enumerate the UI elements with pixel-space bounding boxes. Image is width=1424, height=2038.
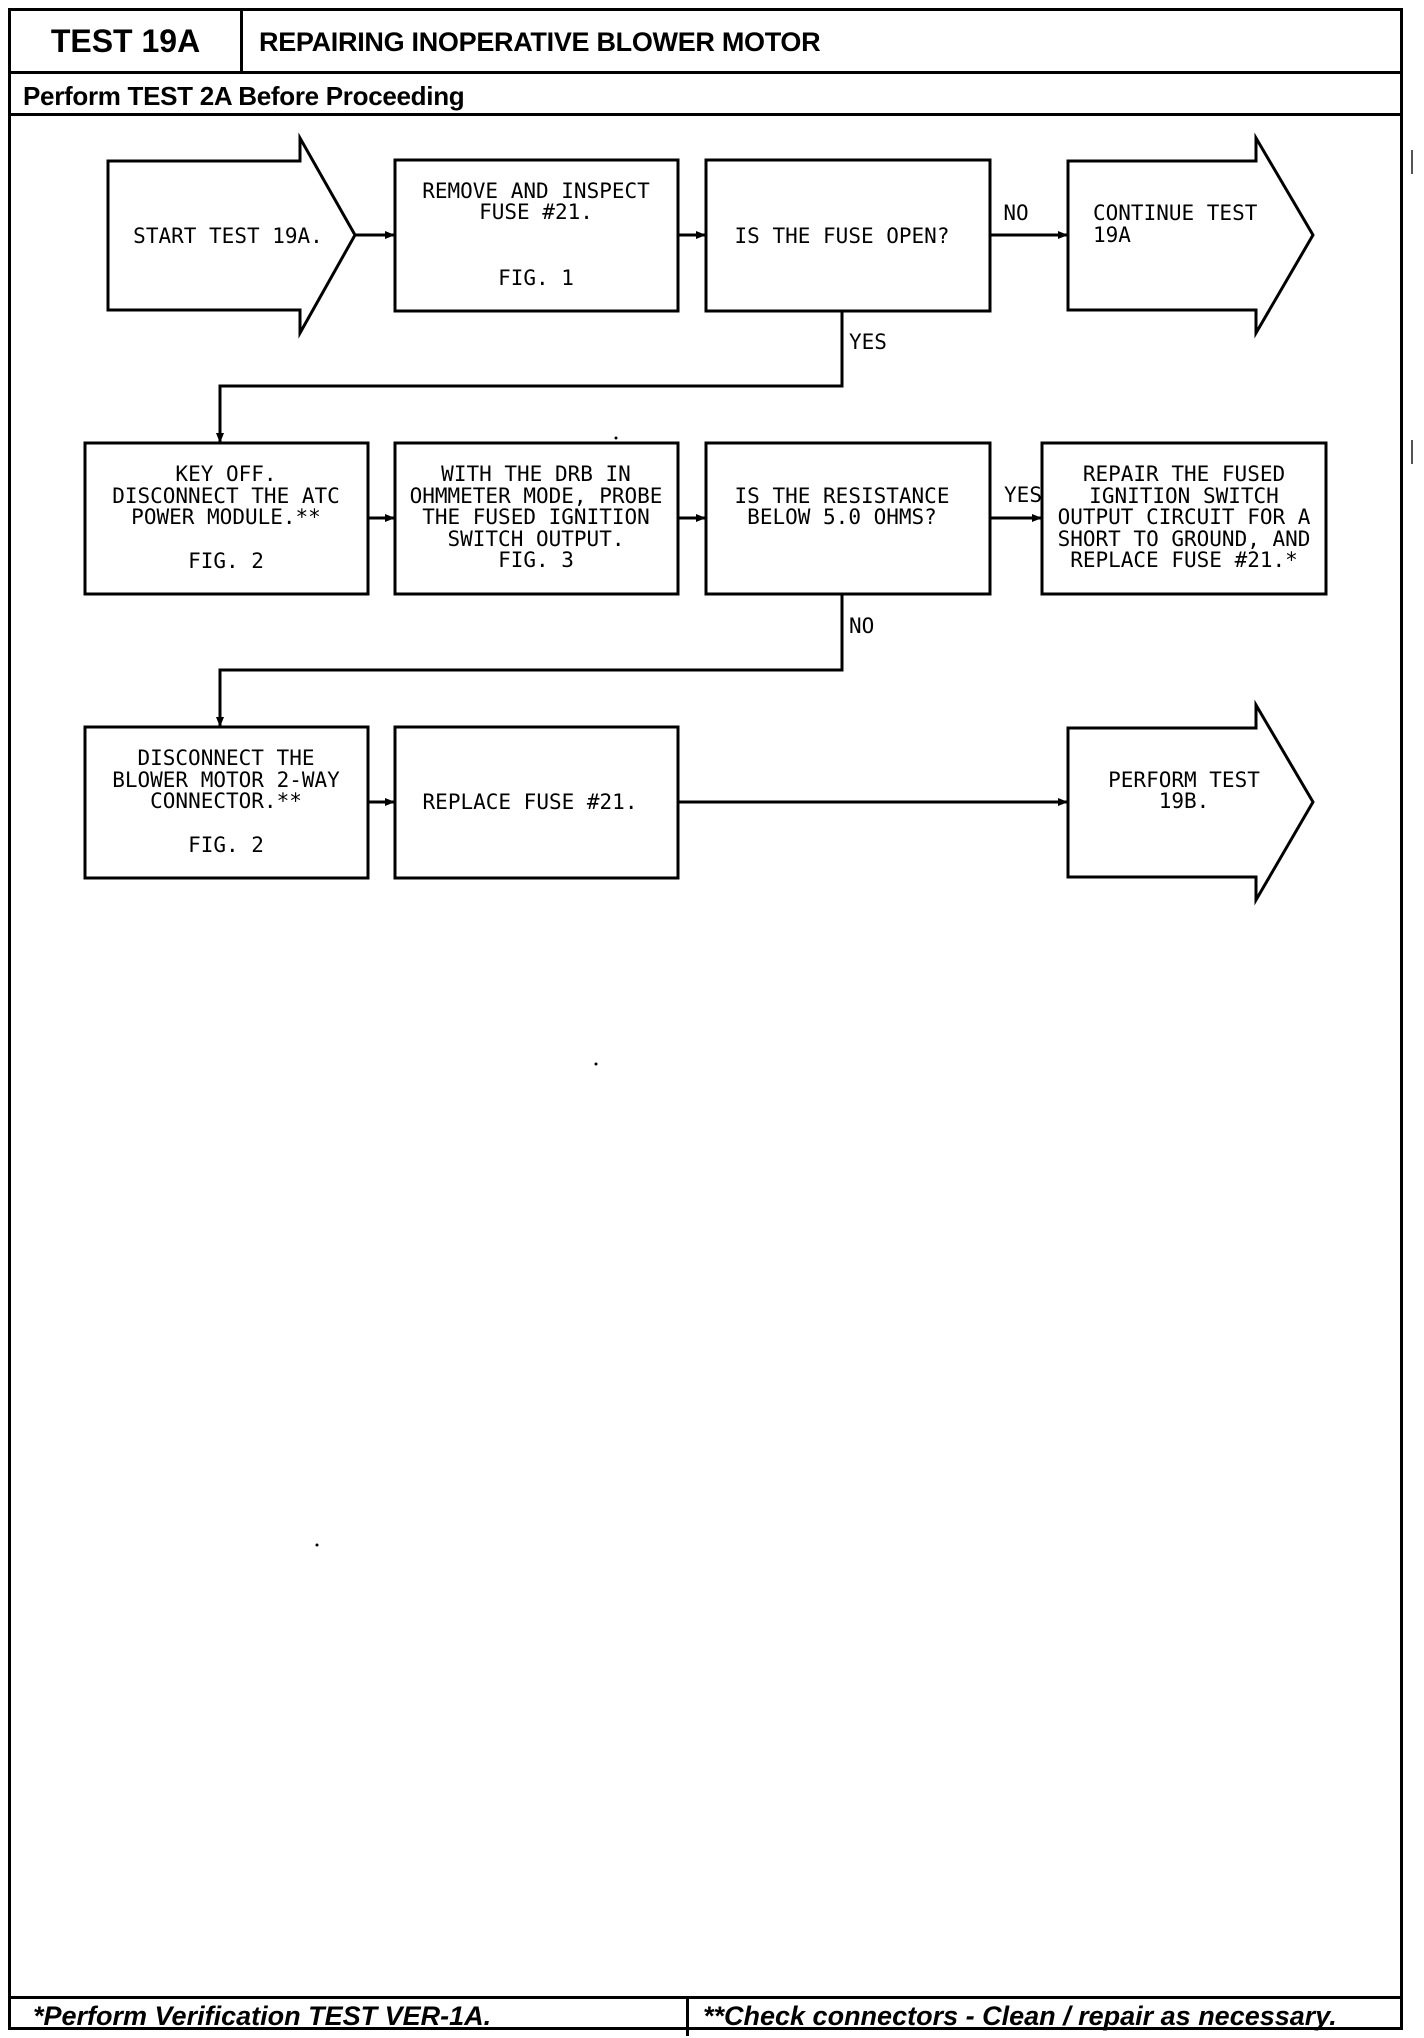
- repair-line-5: REPLACE FUSE #21.*: [1070, 548, 1298, 572]
- disconnect-line-3: CONNECTOR.**: [150, 789, 302, 813]
- drb-probe-line-5: FIG. 3: [498, 548, 574, 572]
- yes-label-2: YES: [1004, 483, 1042, 507]
- disconnect-line-2: BLOWER MOTOR 2-WAY: [112, 768, 340, 792]
- repair-line-1: REPAIR THE FUSED: [1083, 462, 1285, 486]
- perform-19b-arrow-shape: [1066, 699, 1315, 906]
- continue-arrow-shape: [1066, 132, 1315, 339]
- remove-inspect-box: [393, 158, 680, 313]
- key-off-line-3: POWER MODULE.**: [131, 505, 321, 529]
- scan-speck: [594, 1062, 598, 1066]
- binding-marks: [1408, 110, 1418, 490]
- test-page: TEST 19A REPAIRING INOPERATIVE BLOWER MO…: [8, 8, 1403, 2036]
- page-subtitle: Perform TEST 2A Before Proceeding: [23, 81, 465, 111]
- scan-speck: [614, 436, 618, 440]
- repair-line-3: OUTPUT CIRCUIT FOR A: [1058, 505, 1311, 529]
- connector-no-to-disconnect: [216, 594, 844, 727]
- no-label-2: NO: [849, 614, 874, 638]
- resistance-decision: [704, 441, 992, 596]
- key-off-line-1: KEY OFF.: [175, 462, 276, 486]
- drb-probe-line-3: THE FUSED IGNITION: [422, 505, 650, 529]
- no-label-1: NO: [1003, 201, 1028, 225]
- start-label: START TEST 19A.: [133, 224, 323, 248]
- disconnect-blower-box: [83, 725, 370, 880]
- perform-19b-line-1: PERFORM TEST: [1108, 768, 1260, 792]
- scan-speck: [315, 1543, 319, 1547]
- fuse-open-decision: [704, 158, 992, 313]
- drb-probe-line-4: SWITCH OUTPUT.: [447, 527, 624, 551]
- repair-line-4: SHORT TO GROUND, AND: [1058, 527, 1311, 551]
- repair-fused-box: [1040, 441, 1328, 596]
- drb-probe-box: [393, 441, 680, 596]
- disconnect-line-1: DISCONNECT THE: [137, 746, 314, 770]
- perform-19b-line-2: 19B.: [1159, 789, 1210, 813]
- page-title: REPAIRING INOPERATIVE BLOWER MOTOR: [259, 27, 821, 57]
- test-label: TEST 19A: [11, 11, 243, 71]
- footer-separator: [686, 1996, 689, 2036]
- yes-label-1: YES: [849, 330, 887, 354]
- remove-inspect-fig: FIG. 1: [498, 266, 574, 290]
- remove-inspect-line-2: FUSE #21.: [479, 200, 593, 224]
- header-divider: [11, 71, 1400, 74]
- remove-inspect-line-1: REMOVE AND INSPECT: [422, 179, 650, 203]
- footer-note-verification: *Perform Verification TEST VER-1A.: [33, 2001, 492, 2031]
- footer-note-connectors: **Check connectors - Clean / repair as n…: [703, 2001, 1337, 2031]
- key-off-line-2: DISCONNECT THE ATC: [112, 484, 340, 508]
- fuse-open-question: IS THE FUSE OPEN?: [735, 224, 950, 248]
- key-off-box: [83, 441, 370, 596]
- replace-fuse-label: REPLACE FUSE #21.: [423, 790, 638, 814]
- continue-line-1: CONTINUE TEST: [1093, 201, 1258, 225]
- drb-probe-line-1: WITH THE DRB IN: [441, 462, 631, 486]
- disconnect-fig: FIG. 2: [188, 833, 264, 857]
- drb-probe-line-2: OHMMETER MODE, PROBE: [410, 484, 663, 508]
- start-arrow-shape: [106, 132, 357, 339]
- connector-yes-to-key-off: [216, 311, 844, 443]
- key-off-fig: FIG. 2: [188, 549, 264, 573]
- replace-fuse-box: [393, 725, 680, 880]
- repair-line-2: IGNITION SWITCH: [1089, 484, 1279, 508]
- header-divider-bottom: [11, 113, 1400, 116]
- resistance-line-2: BELOW 5.0 OHMS?: [747, 505, 937, 529]
- footer-divider: [11, 1996, 1400, 1999]
- resistance-line-1: IS THE RESISTANCE: [735, 484, 950, 508]
- continue-line-2: 19A: [1093, 223, 1131, 247]
